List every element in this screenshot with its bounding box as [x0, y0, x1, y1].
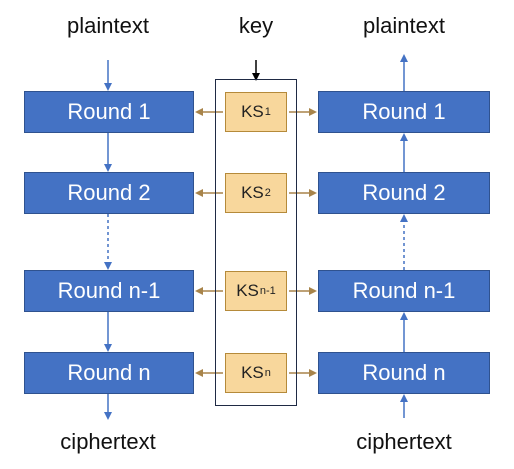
decrypt-input-label: ciphertext [356, 429, 452, 454]
encrypt-input-label: plaintext [67, 13, 149, 38]
ks-base: KS [236, 281, 259, 300]
ks-subscript: n-1 [259, 285, 276, 297]
enc-round-n-1: Round n-1 [24, 270, 194, 312]
key-label: key [238, 13, 274, 38]
dec-round-2: Round 2 [318, 172, 490, 214]
key-schedule-frame [215, 79, 297, 406]
dec-round-n: Round n [318, 352, 490, 394]
dec-round-n-1: Round n-1 [318, 270, 490, 312]
ks-subscript: 2 [264, 187, 271, 199]
ks-subscript: 1 [264, 106, 271, 118]
enc-round-1: Round 1 [24, 91, 194, 133]
dec-round-1: Round 1 [318, 91, 490, 133]
ks-base: KS [241, 102, 264, 121]
enc-round-n: Round n [24, 352, 194, 394]
encrypt-output-label: ciphertext [60, 429, 156, 454]
ks-base: KS [241, 363, 264, 382]
ks-base: KS [241, 183, 264, 202]
ks-subscript: n [264, 367, 271, 379]
decrypt-output-label: plaintext [363, 13, 445, 38]
enc-round-2: Round 2 [24, 172, 194, 214]
